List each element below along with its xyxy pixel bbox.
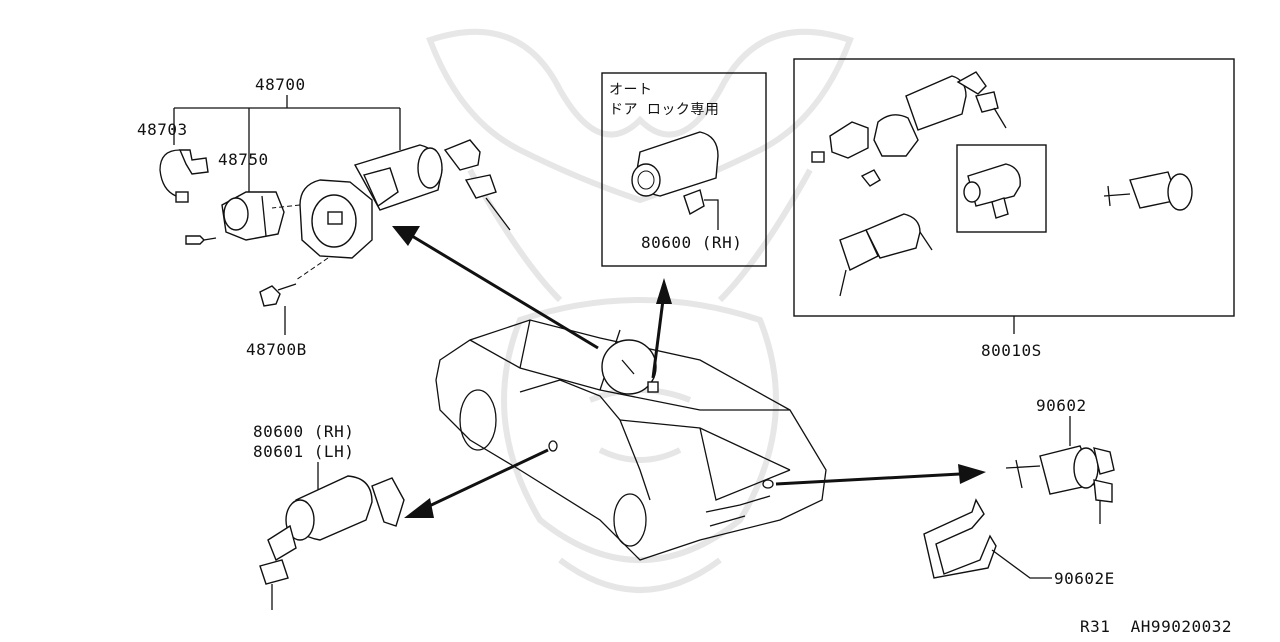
- door-lock-cylinder: [259, 462, 405, 610]
- label-48700b: 48700B: [246, 340, 307, 359]
- label-90602: 90602: [1036, 396, 1087, 415]
- label-auto-line2: ドア ロック専用: [609, 102, 719, 118]
- label-90602e: 90602E: [1054, 569, 1115, 588]
- trunk-lock-cylinder: [1005, 416, 1115, 524]
- label-auto-line1: オート: [609, 82, 653, 98]
- label-80600-inset: 80600 (RH): [641, 233, 742, 252]
- auto-door-lock-inset: [601, 72, 767, 267]
- ignition-lock-group: [159, 95, 511, 335]
- diagram-code: R31 AH99020032: [1080, 617, 1232, 636]
- label-48703: 48703: [137, 120, 188, 139]
- trunk-lock-clip: [923, 498, 1052, 579]
- arrows: [392, 226, 986, 518]
- label-80600: 80600 (RH): [253, 422, 354, 441]
- part-labels: 48700 48703 48750 48700B オート ドア ロック専用 80…: [137, 75, 1232, 636]
- label-48700: 48700: [255, 75, 306, 94]
- label-80601: 80601 (LH): [253, 442, 354, 461]
- lock-set-box: [793, 58, 1235, 334]
- car-outline: [435, 319, 827, 561]
- label-80010s: 80010S: [981, 341, 1042, 360]
- label-48750: 48750: [218, 150, 269, 169]
